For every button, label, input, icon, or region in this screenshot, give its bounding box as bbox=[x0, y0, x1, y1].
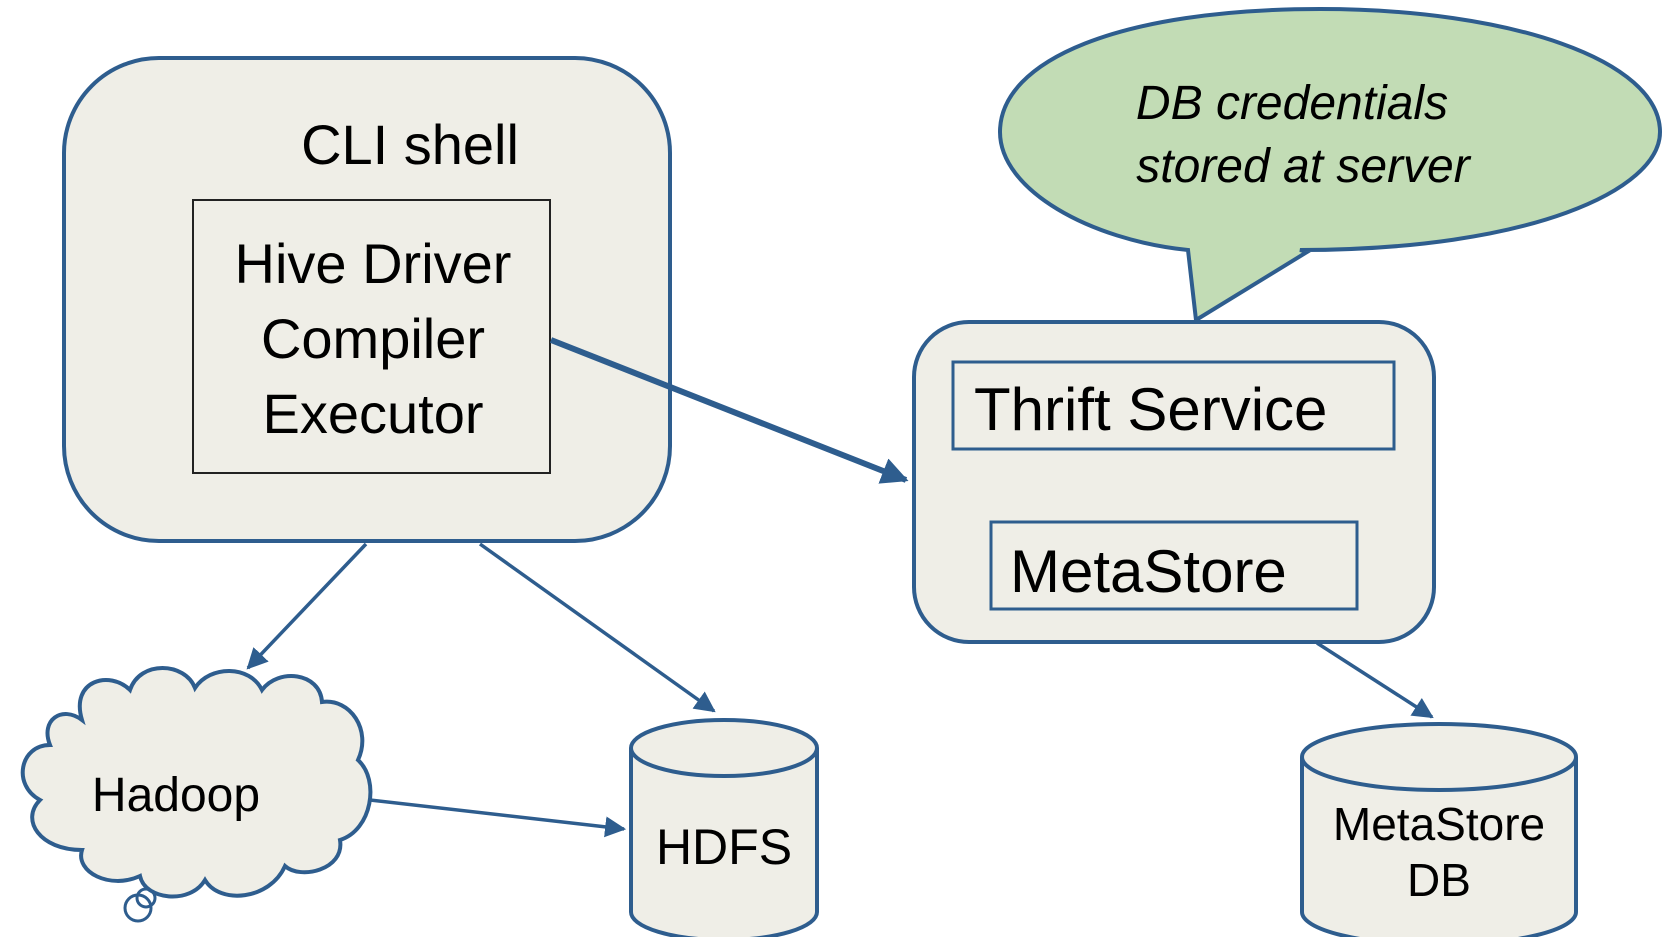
metastore-db-label-line-2: DB bbox=[1407, 854, 1471, 906]
executor-label: Executor bbox=[263, 382, 484, 445]
hadoop-to-hdfs-arrow bbox=[369, 798, 627, 838]
hadoop-cloud-node: Hadoop bbox=[20, 666, 373, 923]
hive-driver-box: Hive Driver Compiler Executor bbox=[192, 199, 551, 474]
thrift-service-label: Thrift Service bbox=[974, 376, 1327, 443]
callout-line-1: DB credentials bbox=[1136, 77, 1448, 130]
hdfs-cylinder-node: HDFS bbox=[629, 718, 819, 937]
metastore-box: MetaStore bbox=[989, 520, 1359, 611]
driver-to-server-arrow bbox=[549, 337, 909, 484]
callout-line-2: stored at server bbox=[1136, 140, 1471, 193]
server-node: Thrift Service MetaStore bbox=[912, 320, 1436, 644]
hive-driver-label: Hive Driver bbox=[235, 232, 512, 295]
hdfs-label: HDFS bbox=[656, 819, 792, 875]
metastore-db-cylinder-node: MetaStore DB bbox=[1300, 722, 1578, 937]
server-to-metastore-db-arrow bbox=[1316, 641, 1434, 719]
cli-to-hadoop-arrow bbox=[246, 542, 368, 670]
cli-shell-title: CLI shell bbox=[301, 113, 519, 176]
cli-shell-node: CLI shell Hive Driver Compiler Executor bbox=[62, 56, 672, 543]
compiler-label: Compiler bbox=[261, 307, 485, 370]
metastore-db-label-line-1: MetaStore bbox=[1333, 798, 1545, 850]
cli-to-hdfs-arrow bbox=[478, 542, 716, 713]
hadoop-label: Hadoop bbox=[92, 769, 260, 822]
metastore-label: MetaStore bbox=[1010, 538, 1287, 605]
thrift-service-box: Thrift Service bbox=[951, 360, 1396, 451]
credentials-callout: DB credentials stored at server bbox=[997, 6, 1663, 324]
